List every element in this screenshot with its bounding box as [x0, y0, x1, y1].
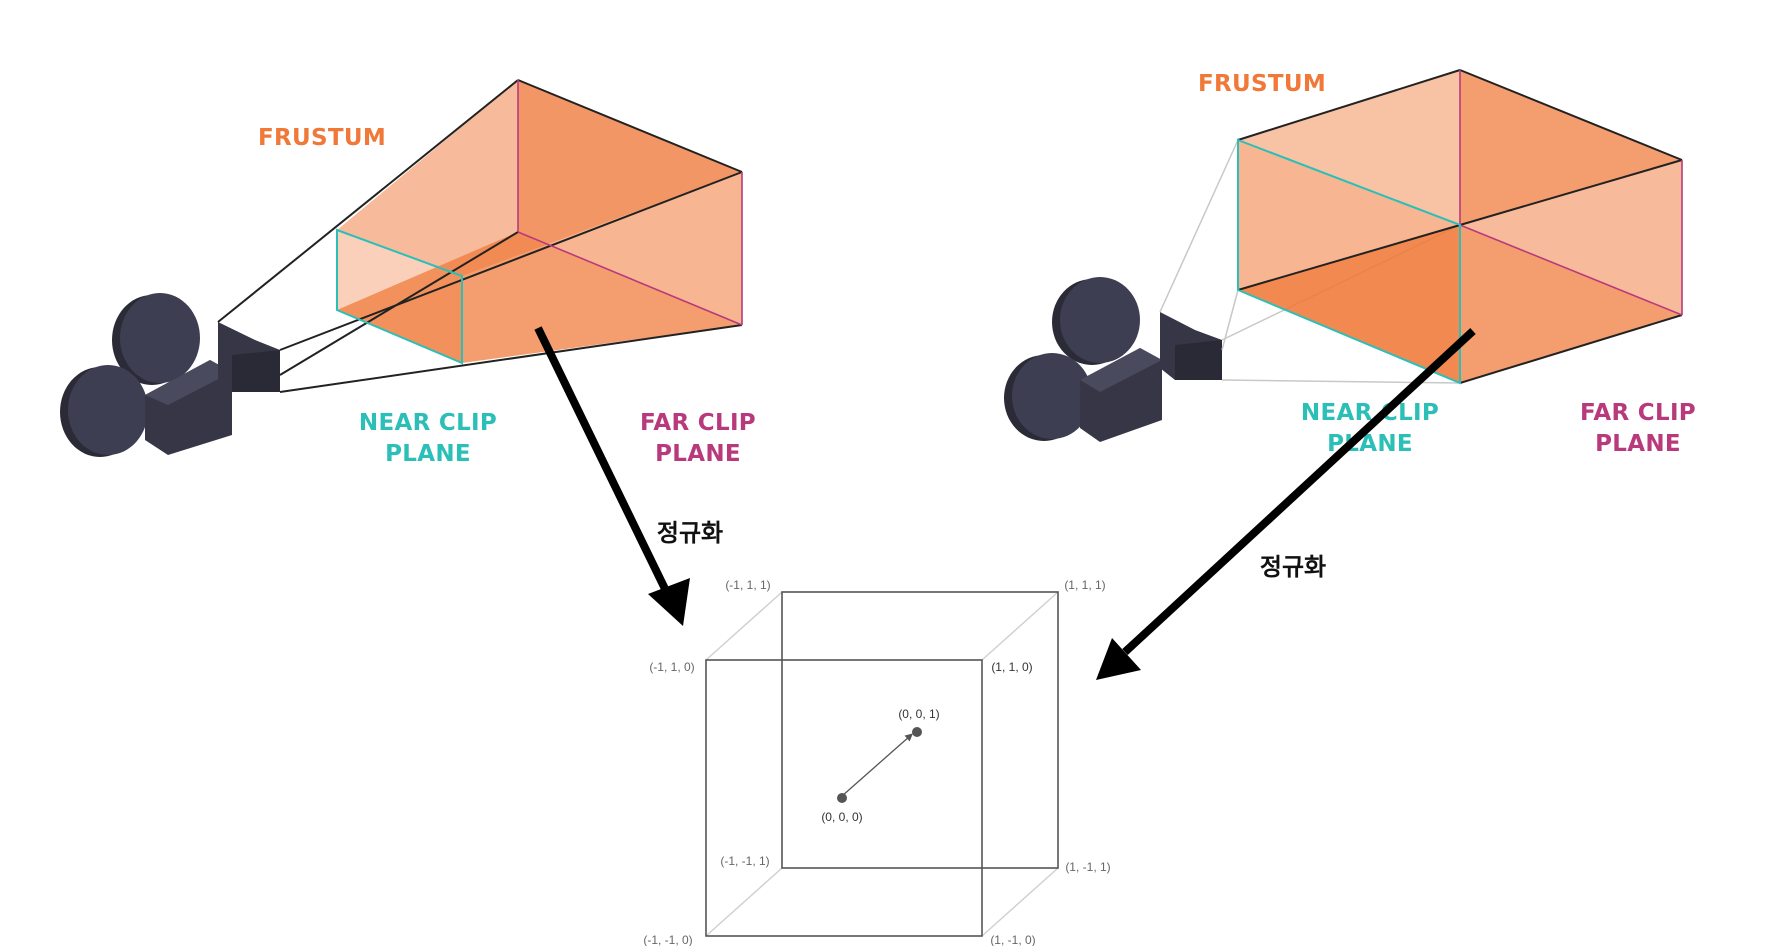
left-near-plane-label-line2: PLANE [385, 441, 471, 467]
ndc-cube: (-1, 1, 1) (1, 1, 1) (-1, 1, 0) (1, 1, 0… [643, 578, 1110, 946]
right-camera-icon [1004, 277, 1222, 442]
right-normalize-arrow: 정규화 [1096, 328, 1476, 680]
ndc-depth-vector [841, 733, 913, 797]
left-normalize-arrow: 정규화 [534, 326, 723, 626]
left-far-plane-outline [517, 80, 743, 326]
left-far-plane-label-line1: FAR CLIP [640, 410, 756, 436]
right-near-plane-outline [1237, 138, 1461, 385]
left-far-plane-label-line2: PLANE [655, 441, 741, 467]
left-frustum-diagram: FRUSTUM NEAR CLIP PLANE FAR CLIP PLANE [60, 79, 756, 467]
ndc-origin-point [837, 793, 847, 803]
right-far-plane-label-line2: PLANE [1595, 431, 1681, 457]
left-frustum-edges [217, 79, 743, 393]
right-far-plane-outline [1459, 70, 1683, 316]
left-near-plane-label-line1: NEAR CLIP [359, 410, 497, 436]
ndc-label-front-top-right: (1, 1, 0) [991, 660, 1032, 674]
ndc-label-depth-point: (0, 0, 1) [898, 707, 939, 721]
ndc-label-back-bottom-right: (1, -1, 1) [1065, 860, 1110, 874]
ndc-label-origin: (0, 0, 0) [821, 810, 862, 824]
left-normalize-label: 정규화 [657, 519, 723, 547]
right-frustum-front-face [1238, 140, 1460, 383]
ndc-label-back-top-right: (1, 1, 1) [1064, 578, 1105, 592]
ndc-label-front-bottom-left: (-1, -1, 0) [643, 933, 692, 946]
right-frustum-label: FRUSTUM [1198, 71, 1326, 97]
left-frustum-label: FRUSTUM [258, 125, 386, 151]
right-normalize-label: 정규화 [1260, 553, 1326, 581]
right-far-plane-label-line1: FAR CLIP [1580, 400, 1696, 426]
left-frustum-front-face [337, 230, 462, 363]
ndc-label-front-top-left: (-1, 1, 0) [649, 660, 694, 674]
left-near-plane-outline [336, 228, 463, 365]
ndc-label-front-bottom-right: (1, -1, 0) [990, 933, 1035, 946]
ndc-label-back-bottom-left: (-1, -1, 1) [720, 854, 769, 868]
right-frustum-diagram: FRUSTUM NEAR CLIP PLANE FAR CLIP PLANE [1004, 69, 1696, 457]
ndc-label-back-top-left: (-1, 1, 1) [725, 578, 770, 592]
ndc-cube-back-face [781, 591, 1059, 869]
left-camera-icon [60, 293, 280, 457]
ndc-cube-front-face [705, 659, 983, 937]
ndc-depth-point [912, 727, 922, 737]
right-frustum-edges [1237, 69, 1683, 384]
left-frustum-far-face [518, 80, 742, 325]
ndc-cube-depth-edges [705, 591, 1059, 937]
left-frustum-bottom-face [337, 232, 742, 363]
